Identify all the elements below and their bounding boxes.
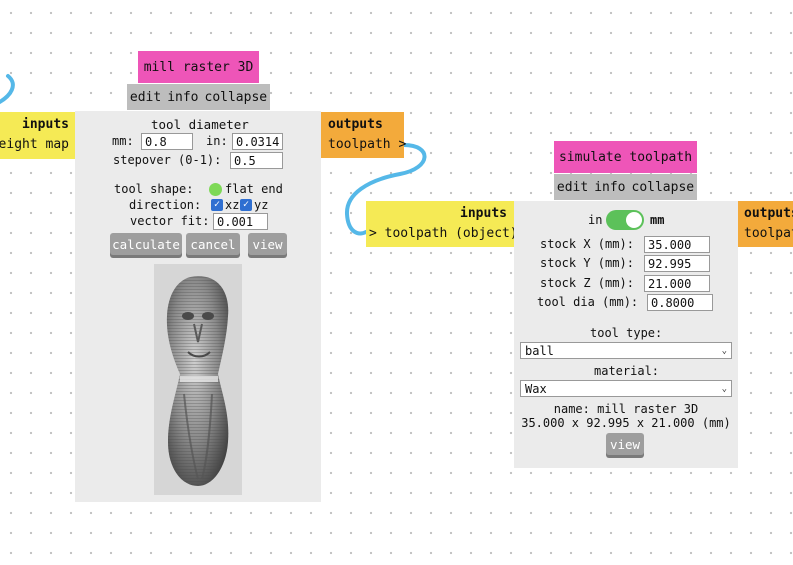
material-select[interactable]: Wax ⌄ — [520, 380, 732, 397]
simulate-outputs: outputs toolpat — [738, 201, 793, 247]
simulate-edit-button[interactable]: edit — [556, 179, 589, 195]
input-port-toolpath-object[interactable]: > toolpath (object) — [369, 226, 518, 241]
vector-fit-input[interactable] — [213, 213, 268, 230]
mill-node-panel: tool diameter mm: in: stepover (0-1): to… — [75, 111, 321, 502]
input-port-height-map[interactable]: height map — [0, 137, 69, 152]
mill-info-button[interactable]: info — [167, 89, 199, 105]
direction-yz-checkbox[interactable]: ✓ — [240, 199, 252, 211]
outputs-label: outputs — [328, 117, 383, 132]
mm-label: mm: — [112, 134, 134, 148]
output-port-toolpath[interactable]: toolpat — [744, 226, 793, 241]
flat-end-radio[interactable] — [209, 183, 222, 196]
material-label: material: — [594, 364, 660, 378]
direction-yz-label: yz — [254, 198, 269, 212]
tool-type-select[interactable]: ball ⌄ — [520, 342, 732, 359]
wire-heightmap-in — [0, 74, 15, 105]
chevron-down-icon: ⌄ — [721, 345, 727, 356]
direction-xz-checkbox[interactable]: ✓ — [211, 199, 223, 211]
name-line: name: mill raster 3D — [553, 402, 699, 416]
in-label: in: — [206, 134, 228, 148]
simulate-collapse-button[interactable]: collapse — [631, 179, 695, 195]
dims-line: 35.000 x 92.995 x 21.000 (mm) — [521, 416, 731, 430]
vector-fit-label: vector fit: — [130, 214, 210, 228]
stock-z-label: stock Z (mm): — [540, 276, 634, 290]
simulate-node-panel: in mm stock X (mm): stock Y (mm): stock … — [514, 201, 738, 468]
unit-mm-label: mm — [650, 213, 665, 227]
mill-edit-button[interactable]: edit — [129, 89, 162, 105]
tool-type-value: ball — [525, 343, 554, 358]
view-button[interactable]: view — [248, 233, 287, 255]
simulate-node-title[interactable]: simulate toolpath — [554, 141, 697, 173]
simulate-view-button[interactable]: view — [606, 433, 644, 455]
simulate-info-button[interactable]: info — [594, 179, 626, 195]
stock-y-input[interactable] — [644, 255, 710, 272]
direction-label: direction: — [129, 198, 202, 212]
inputs-label: inputs — [22, 117, 69, 132]
tool-dia-input[interactable] — [647, 294, 713, 311]
tool-shape-label: tool shape: — [114, 182, 194, 196]
tool-diameter-mm-input[interactable] — [141, 133, 193, 150]
output-port-toolpath[interactable]: toolpath > — [328, 137, 407, 152]
tool-shape-value: flat end — [225, 182, 283, 196]
tool-dia-label: tool dia (mm): — [537, 295, 639, 309]
tool-diameter-label: tool diameter — [151, 117, 249, 132]
calculate-button[interactable]: calculate — [110, 233, 182, 255]
outputs-label: outputs — [744, 206, 793, 221]
unit-in-label: in — [588, 213, 603, 227]
mill-outputs: outputs toolpath > — [321, 112, 407, 158]
tool-type-label: tool type: — [590, 326, 663, 340]
stock-x-label: stock X (mm): — [540, 237, 634, 251]
simulate-node-menu-bar: edit info collapse — [554, 174, 697, 200]
stepover-label: stepover (0-1): — [113, 153, 222, 167]
stepover-input[interactable] — [230, 152, 283, 169]
direction-xz-label: xz — [225, 198, 240, 212]
mill-collapse-button[interactable]: collapse — [204, 89, 268, 105]
inputs-label: inputs — [460, 206, 507, 221]
mill-node-title[interactable]: mill raster 3D — [138, 51, 259, 83]
material-value: Wax — [525, 381, 547, 396]
stock-z-input[interactable] — [644, 275, 710, 292]
toolpath-preview-image — [154, 264, 242, 495]
simulate-inputs: inputs > toolpath (object) — [366, 201, 518, 247]
cancel-button[interactable]: cancel — [186, 233, 240, 255]
stock-y-label: stock Y (mm): — [540, 256, 634, 270]
mill-node-menu-bar: edit info collapse — [127, 84, 270, 110]
chevron-down-icon: ⌄ — [721, 383, 727, 394]
tool-diameter-in-input[interactable] — [232, 133, 283, 150]
stock-x-input[interactable] — [644, 236, 710, 253]
unit-toggle[interactable] — [606, 210, 644, 230]
left-node-inputs: inputs height map — [0, 112, 75, 159]
